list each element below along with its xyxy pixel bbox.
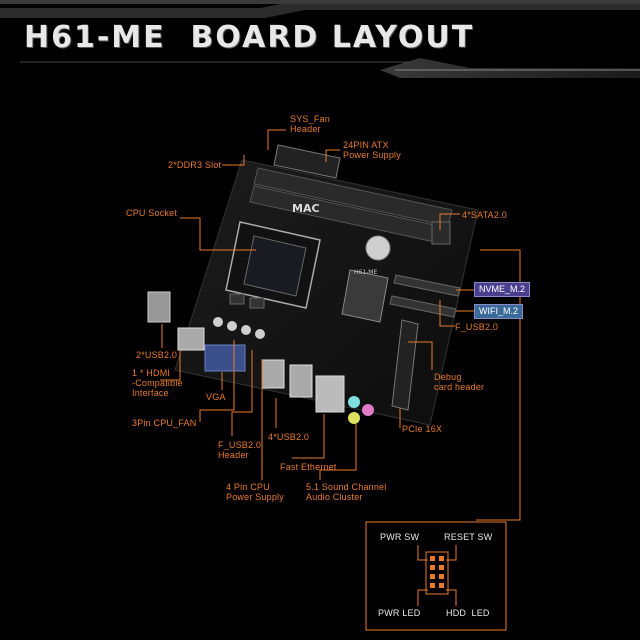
label-hdmi: 1 * HDMI -Compatible Interface (132, 368, 183, 398)
label-pwr-led: PWR LED (378, 608, 421, 618)
label-cpu-fan: 3Pin CPU_FAN (132, 418, 197, 428)
label-debug-header: Debug card header (434, 372, 485, 392)
label-f-usb-header: F_USB2.0 Header (218, 440, 262, 460)
label-nvme-m2: NVME_M.2 (474, 282, 531, 297)
label-f-usb-right: F_USB2.0 (455, 322, 499, 332)
header-frame (0, 0, 640, 78)
label-audio-cluster: 5.1 Sound Channel Audio Cluster (306, 482, 387, 502)
label-ddr3-slot: 2*DDR3 Slot (168, 160, 222, 170)
label-hdd-led: HDD LED (446, 608, 490, 618)
page-title: H61-ME BOARD LAYOUT (24, 20, 475, 55)
label-cpu-socket: CPU Socket (126, 208, 178, 218)
motherboard: MAC H61-ME (147, 144, 479, 426)
label-sata: 4*SATA2.0 (462, 210, 507, 220)
label-pcie: PCIe 16X (402, 424, 443, 434)
label-wifi-m2: WIFI_M.2 (474, 304, 524, 319)
label-usb-left: 2*USB2.0 (136, 350, 178, 360)
label-sys-fan: SYS_Fan Header (290, 114, 330, 134)
front-panel-box (365, 521, 507, 631)
label-cpu-power: 4 Pin CPU Power Supply (226, 482, 284, 502)
label-fast-ethernet: Fast Ethernet (280, 462, 337, 472)
label-24pin-atx: 24PIN ATX Power Supply (343, 140, 401, 160)
board-brand: MAC (292, 202, 320, 215)
label-usb-rear: 4*USB2.0 (268, 432, 310, 442)
board-model: H61-ME (354, 269, 377, 276)
label-vga: VGA (206, 392, 226, 402)
leader-lines (160, 129, 521, 521)
label-pwr-sw: PWR SW (380, 532, 420, 542)
label-reset-sw: RESET SW (444, 532, 493, 542)
